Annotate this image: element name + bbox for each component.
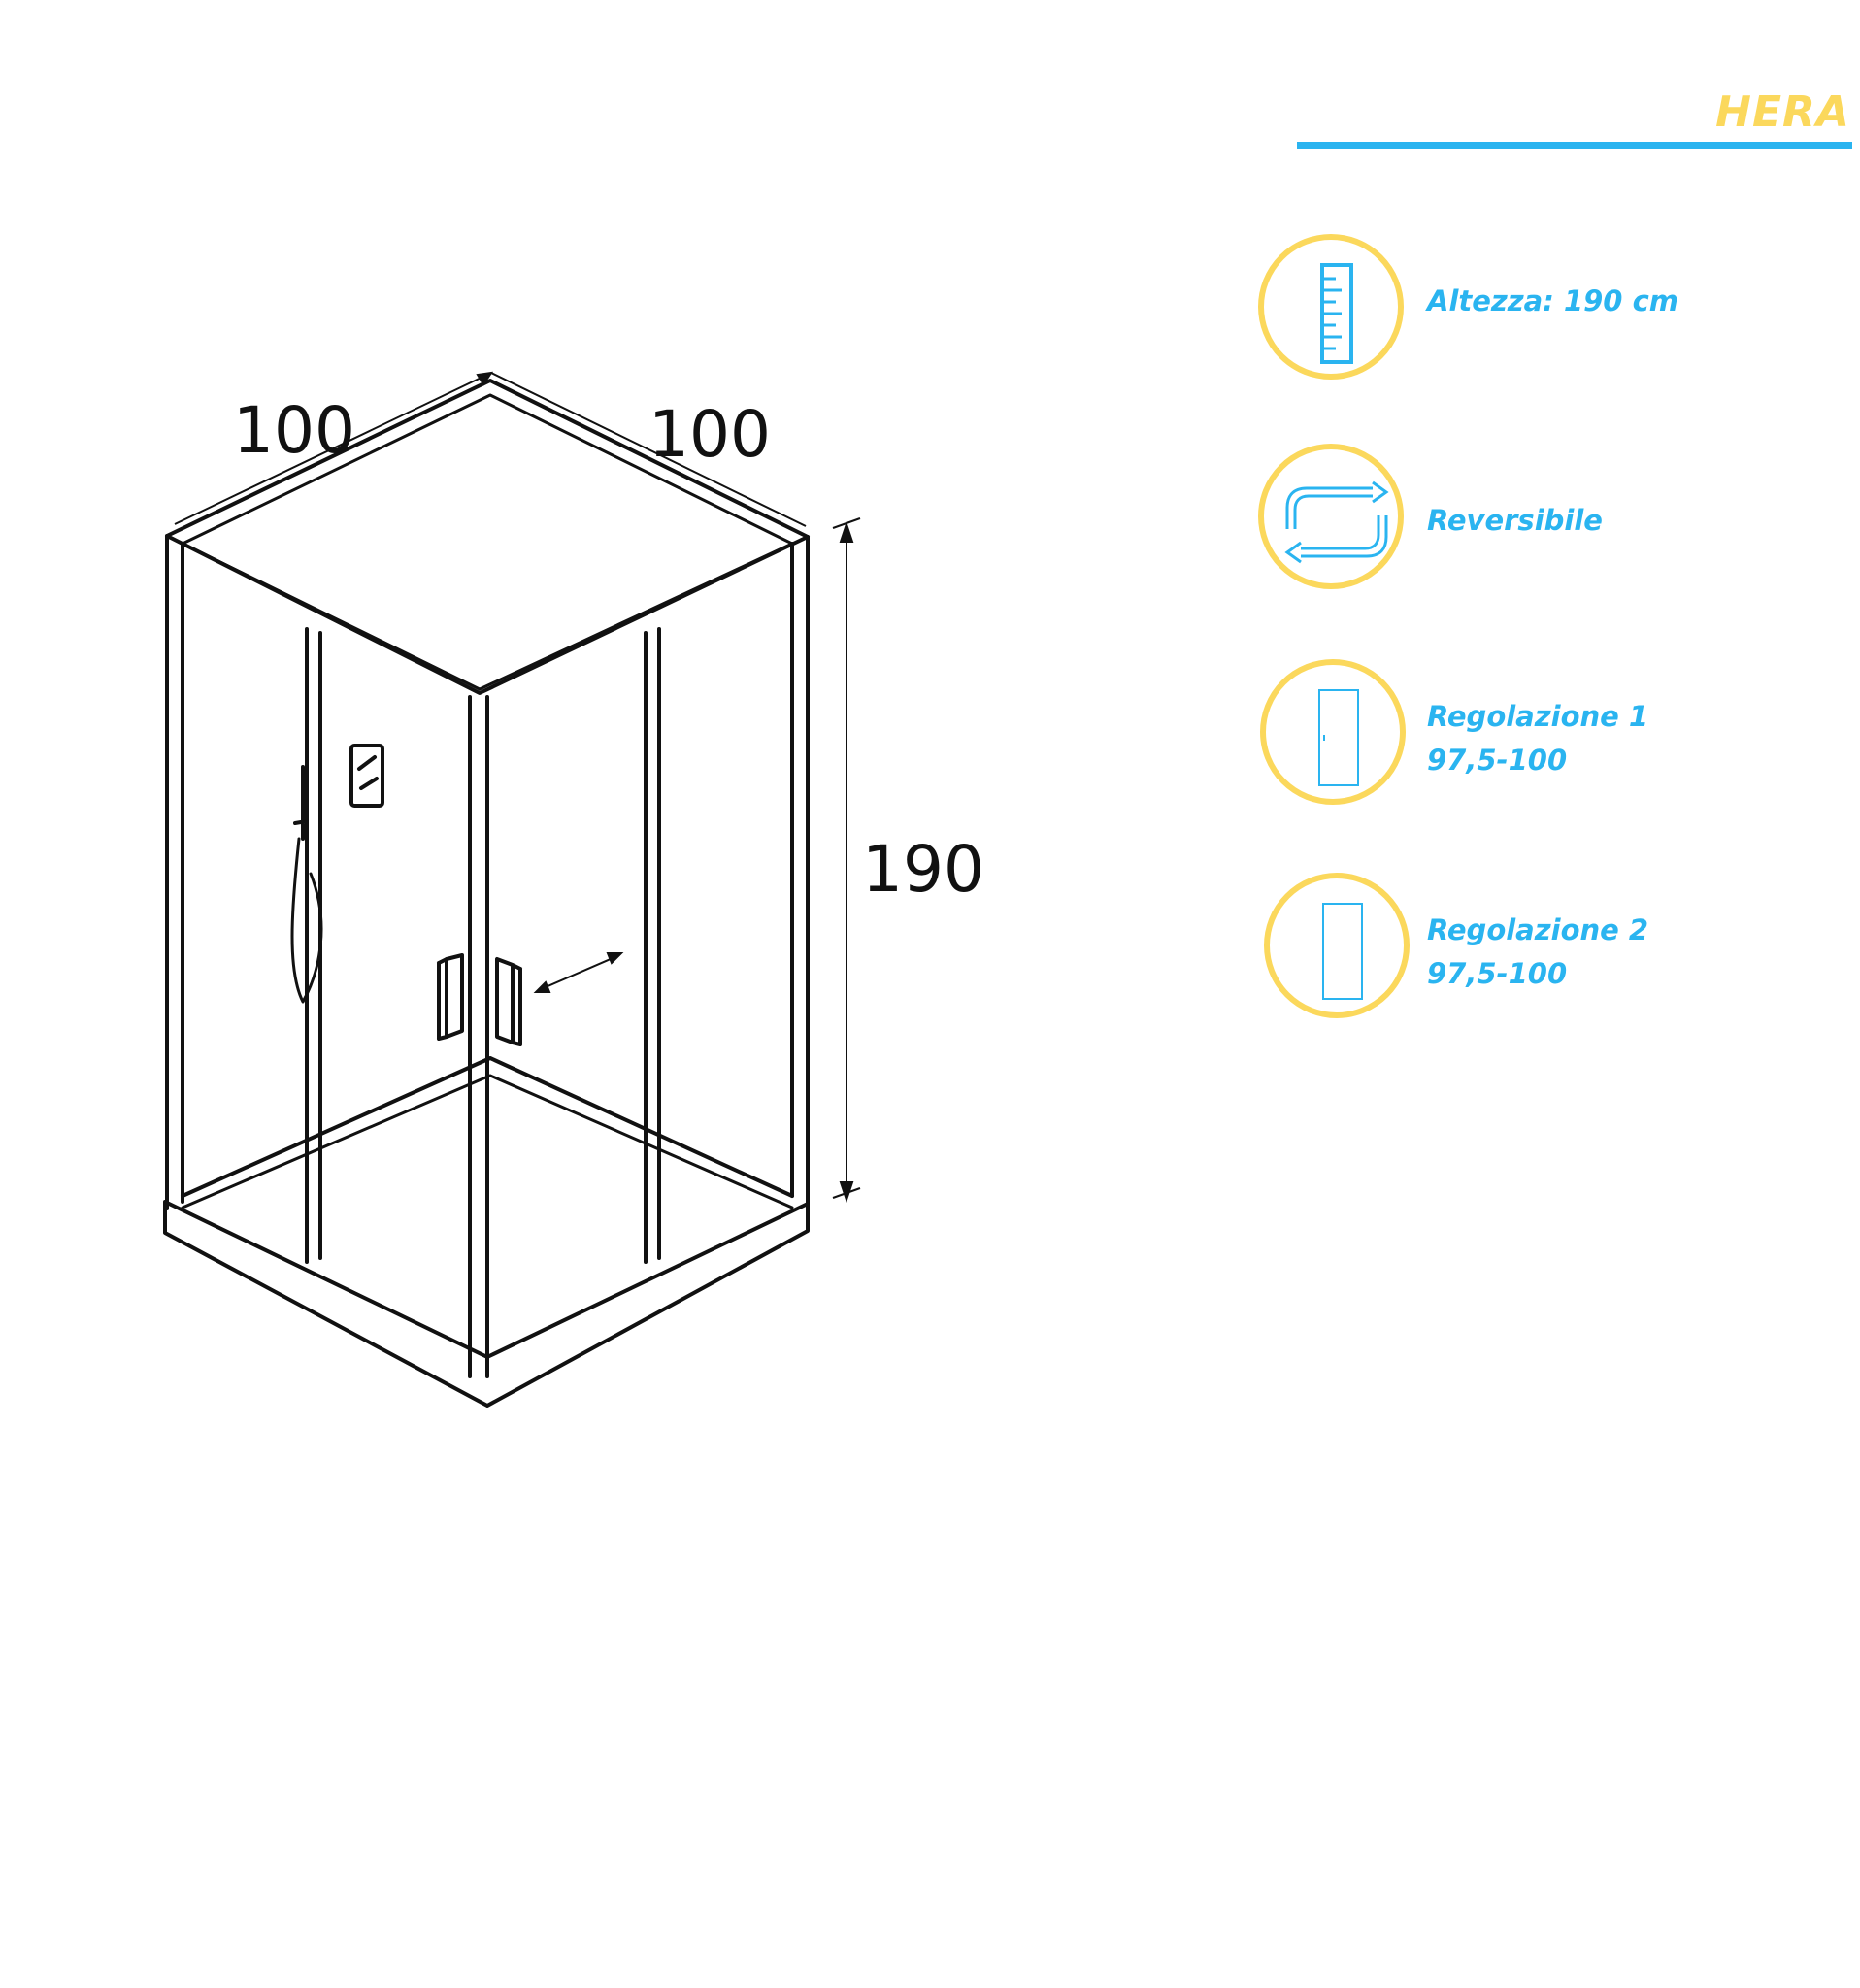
feature-adjust-1-range: 97,5-100 (1427, 744, 1568, 777)
door-adjust-1-icon (1318, 689, 1359, 786)
feature-adjust-2-range: 97,5-100 (1427, 957, 1568, 990)
ruler-badge (1258, 234, 1404, 380)
shower-tray (163, 1200, 810, 1408)
width-left-label: 100 (233, 393, 355, 468)
right-handle (495, 957, 522, 1046)
left-door-edge (305, 627, 322, 1264)
left-handle (437, 953, 464, 1041)
brand-title: HERA (1715, 87, 1850, 137)
ruler-icon (1320, 263, 1353, 364)
feature-reversible: Reversibile (1427, 499, 1603, 543)
brand-underline (1297, 142, 1852, 149)
feature-adjust-2: Regolazione 2 97,5-100 (1427, 909, 1648, 996)
mixer-plate (349, 744, 384, 808)
feature-height-text: Altezza: 190 cm (1427, 284, 1678, 317)
feature-height: Altezza: 190 cm (1427, 280, 1678, 323)
shower-enclosure-drawing: 100 100 190 (163, 371, 984, 1408)
feature-adjust-2-title: Regolazione 2 (1427, 913, 1649, 946)
left-post (165, 534, 184, 1210)
right-post (790, 535, 810, 1206)
shower-hose (290, 837, 323, 1004)
reversible-arrows-icon (1284, 480, 1389, 564)
front-corner-post (468, 695, 489, 1378)
shower-bar (293, 765, 309, 841)
height-label: 190 (862, 832, 984, 907)
reversible-badge (1258, 444, 1404, 589)
feature-adjust-1: Regolazione 1 97,5-100 (1427, 695, 1648, 782)
width-right-label: 100 (648, 397, 771, 472)
right-door-edge (644, 627, 661, 1264)
door-adjust-2-icon (1322, 903, 1363, 1000)
adjust-2-badge (1264, 873, 1410, 1018)
adjust-1-badge (1260, 659, 1406, 805)
feature-adjust-1-title: Regolazione 1 (1427, 700, 1649, 733)
feature-reversible-text: Reversibile (1427, 504, 1603, 537)
